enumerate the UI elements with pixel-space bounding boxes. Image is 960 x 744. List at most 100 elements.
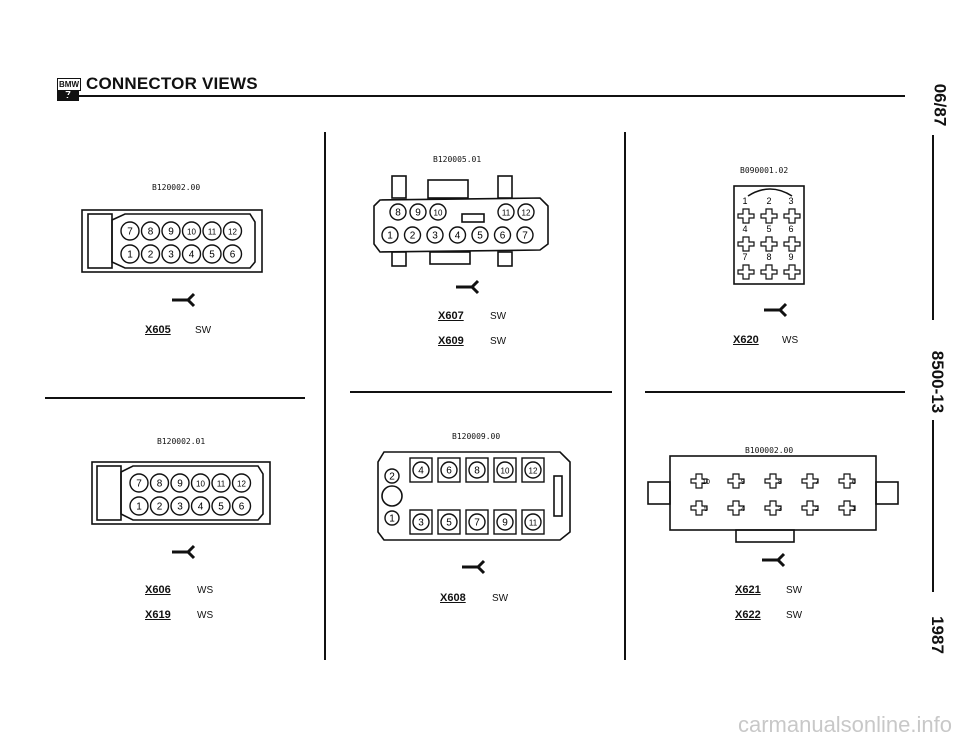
p3-pin-7-label: 7 — [742, 252, 747, 262]
p4-pin-2 — [149, 496, 170, 516]
connector-drawing-p5 — [377, 451, 571, 541]
p4-pin-3-label: 3 — [177, 502, 183, 513]
wire-color-x620: WS — [782, 335, 799, 346]
p5-pin-6-socket — [440, 461, 458, 479]
p6-pin-4-label: 4 — [741, 506, 745, 513]
p2-pin-12 — [517, 203, 535, 221]
p5-pin-3 — [409, 509, 433, 535]
p5-pin-3-socket-label: 3 — [418, 518, 424, 529]
p5-pin-4-socket-label: 4 — [418, 466, 424, 477]
p2-pin-6-label: 6 — [500, 231, 506, 242]
p6-pin-7 — [801, 473, 819, 489]
p1-pin-1 — [120, 244, 140, 264]
p4-pin-4 — [190, 496, 211, 516]
p6-pin-6 — [838, 473, 856, 489]
p2-pin-10-label: 10 — [434, 209, 443, 218]
p3-pin-2 — [760, 208, 778, 224]
p2-pin-12-label: 12 — [522, 209, 531, 218]
p5-pin-2-label: 2 — [389, 472, 395, 483]
p4-pin-7-label: 7 — [136, 479, 142, 490]
connector-label-x607: X607 — [438, 310, 464, 322]
p1-pin-3 — [161, 244, 181, 264]
p2-pin-11 — [497, 203, 515, 221]
p3-pin-6-label: 6 — [788, 224, 793, 234]
p4-pin-12 — [231, 473, 252, 493]
p1-pin-8 — [140, 221, 161, 241]
p3-pin-3-label: 3 — [788, 196, 793, 206]
p4-pin-9 — [170, 473, 190, 493]
p5-pin-5 — [437, 509, 461, 535]
p4-pin-3 — [170, 496, 190, 516]
p1-pin-8-label: 8 — [148, 227, 154, 238]
part-number-p6: B100002.00 — [745, 446, 794, 455]
p5-pin-12-socket-label: 12 — [529, 467, 538, 476]
p6-pin-5-label: 5 — [704, 506, 708, 513]
p6-pin-1-label: 1 — [852, 506, 856, 513]
p5-pin-1 — [384, 510, 400, 526]
p3-pin-5-label: 5 — [766, 224, 771, 234]
orientation-arrows — [172, 279, 788, 575]
p1-pin-12-label: 12 — [228, 228, 237, 237]
p2-pin-11-label: 11 — [502, 209, 511, 218]
p5-pin-7 — [465, 509, 489, 535]
watermark: carmanualsonline.info — [737, 712, 952, 737]
p1-pin-1-label: 1 — [127, 250, 133, 261]
p2-pin-9 — [409, 203, 427, 221]
wire-color-x622: SW — [786, 610, 803, 621]
wire-color-x606: WS — [197, 585, 214, 596]
p3-pin-1 — [737, 208, 755, 224]
p3-pin-8-label: 8 — [766, 252, 771, 262]
p2-pin-1-label: 1 — [387, 231, 393, 242]
p3-pin-9-label: 9 — [788, 252, 793, 262]
p1-pin-4-label: 4 — [189, 250, 195, 261]
connector-label-x622: X622 — [735, 609, 761, 621]
connector-drawing-p4 — [91, 461, 271, 525]
p2-pin-3 — [426, 226, 444, 244]
p3-pin-4-label: 4 — [742, 224, 747, 234]
p6-pin-3 — [764, 500, 782, 516]
p4-pin-8 — [149, 473, 170, 493]
p6-pin-10 — [690, 473, 708, 489]
part-number-p4: B120002.01 — [157, 437, 206, 446]
part-number-p2: B120005.01 — [433, 155, 482, 164]
page-title: CONNECTOR VIEWS — [86, 74, 258, 93]
p4-pin-6-label: 6 — [239, 502, 245, 513]
wire-color-x621: SW — [786, 585, 803, 596]
p4-pin-10-label: 10 — [196, 480, 205, 489]
p6-pin-8 — [764, 473, 782, 489]
p3-pin-9 — [783, 264, 801, 280]
p4-pin-11-label: 11 — [217, 480, 226, 489]
p5-pin-12-socket — [524, 461, 542, 479]
p2-pin-4 — [448, 226, 467, 244]
p4-pin-8-label: 8 — [157, 479, 163, 490]
p2-pin-10 — [429, 203, 447, 221]
p1-pin-12 — [222, 221, 243, 241]
connector-label-x605: X605 — [145, 324, 171, 336]
p6-pin-2 — [801, 500, 819, 516]
p1-pin-7 — [120, 221, 140, 241]
p2-pin-5 — [471, 226, 489, 244]
p6-pin-1 — [838, 500, 856, 516]
part-number-p5: B120009.00 — [452, 432, 501, 441]
p1-pin-7-label: 7 — [127, 227, 133, 238]
p1-pin-10-label: 10 — [187, 228, 196, 237]
p4-pin-1-label: 1 — [136, 502, 142, 513]
p6-pin-4 — [727, 500, 745, 516]
p6-pin-3-label: 3 — [778, 506, 782, 513]
p4-pin-9-label: 9 — [177, 479, 183, 490]
wire-color-x608: SW — [492, 593, 509, 604]
p5-pin-4-socket — [412, 461, 430, 479]
connector-drawing-p3 — [733, 185, 805, 285]
p6-pin-7-label: 7 — [815, 479, 819, 486]
p5-pin-9-socket-label: 9 — [502, 518, 508, 529]
p1-pin-9-label: 9 — [168, 227, 174, 238]
connector-label-x620: X620 — [733, 334, 759, 346]
p5-pin-5-socket-label: 5 — [446, 518, 452, 529]
p2-pin-7 — [516, 226, 534, 244]
p1-pin-11 — [202, 221, 222, 241]
p3-pin-3 — [783, 208, 801, 224]
p6-pin-2-label: 2 — [815, 506, 819, 513]
p6-pin-6-label: 6 — [852, 479, 856, 486]
p5-pin-10-socket-label: 10 — [501, 467, 510, 476]
